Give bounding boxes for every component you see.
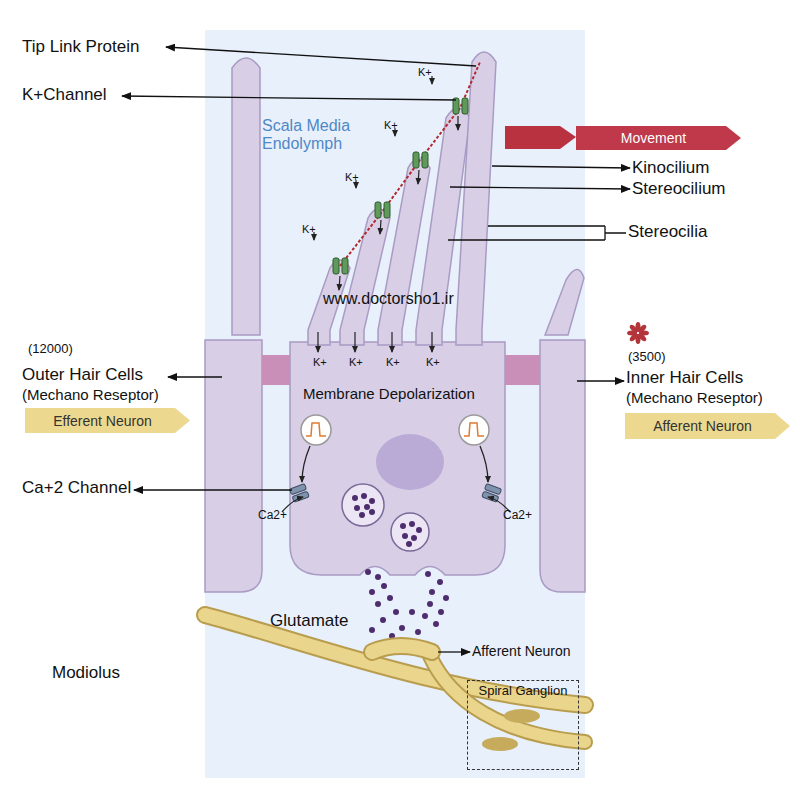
part-label: Stereocilium — [632, 179, 726, 199]
node-text: Efferent Neuron — [53, 413, 152, 429]
k-channel-label: K+Channel — [22, 85, 107, 105]
ion-label: K+ — [349, 356, 363, 369]
ca-channel-label: Ca+2 Channel — [22, 478, 131, 498]
movement-arrow: Movement — [576, 126, 741, 150]
node-text: Afferent Neuron — [653, 418, 752, 434]
efferent-arrow: Efferent Neuron — [25, 408, 190, 433]
bracket — [448, 226, 626, 240]
panel — [205, 30, 585, 778]
tip-link — [340, 62, 480, 266]
inner-hair-cell — [540, 269, 585, 592]
asterisk-symbol — [627, 322, 649, 344]
watermark: www.doctorsho1.ir — [323, 290, 454, 308]
ca-channel — [289, 484, 501, 503]
glutamate-dots — [365, 569, 449, 639]
ion-label: K+ — [426, 356, 440, 369]
arrow-fill — [576, 126, 741, 150]
cell-label: Outer Hair Cells — [22, 365, 143, 385]
ion-label: K+ — [302, 223, 316, 236]
part-label: Stereocilia — [628, 222, 707, 242]
ion-label: K+ — [386, 356, 400, 369]
ion-label: Ca2+ — [258, 509, 287, 523]
arrow-fill — [625, 413, 790, 439]
movement-arrow-part — [505, 126, 576, 149]
afferent-arrow: Afferent Neuron — [625, 413, 790, 439]
hair-cell-body — [290, 342, 505, 575]
arrow-fill — [25, 408, 190, 433]
outer-hair-cell — [205, 58, 262, 592]
cell-note: (Mechano Reseptor) — [626, 389, 763, 406]
vesicle — [342, 484, 429, 551]
cell-label: Inner Hair Cells — [626, 368, 743, 388]
process-label: Membrane Depolarization — [303, 385, 475, 402]
node-text: Movement — [621, 130, 686, 146]
junction — [262, 355, 290, 385]
neuron-label: Afferent Neuron — [472, 643, 571, 659]
leader-line — [122, 47, 630, 652]
junction — [505, 355, 540, 385]
ganglion-box: Spiral Ganglion — [467, 680, 579, 770]
molecule-label: Glutamate — [270, 611, 348, 631]
ion-label: K+ — [345, 171, 359, 184]
ion-label: K+ — [313, 356, 327, 369]
ion-label: K+ — [384, 119, 398, 132]
stereocilia — [308, 52, 496, 345]
action-potential-icon — [301, 415, 489, 445]
tip-link-label: Tip Link Protein — [22, 37, 139, 57]
k-channel — [333, 98, 468, 274]
ca-flow-arrow — [282, 497, 510, 512]
node-text: Spiral Ganglion — [479, 683, 568, 698]
callout-number: (3500) — [628, 350, 666, 365]
nucleus — [376, 434, 444, 490]
region-label: Scala Media Endolymph — [262, 117, 372, 154]
callout-number: (12000) — [28, 342, 73, 357]
signal-arrow — [302, 446, 488, 482]
ion-label: K+ — [418, 66, 432, 79]
cell-note: (Mechano Reseptor) — [22, 386, 159, 403]
region-label: Modiolus — [52, 663, 120, 683]
ganglion-cell-body — [482, 709, 540, 751]
part-label: Kinocilium — [632, 158, 709, 178]
neuron-fiber — [205, 615, 585, 742]
ion-label: Ca2+ — [503, 509, 532, 523]
